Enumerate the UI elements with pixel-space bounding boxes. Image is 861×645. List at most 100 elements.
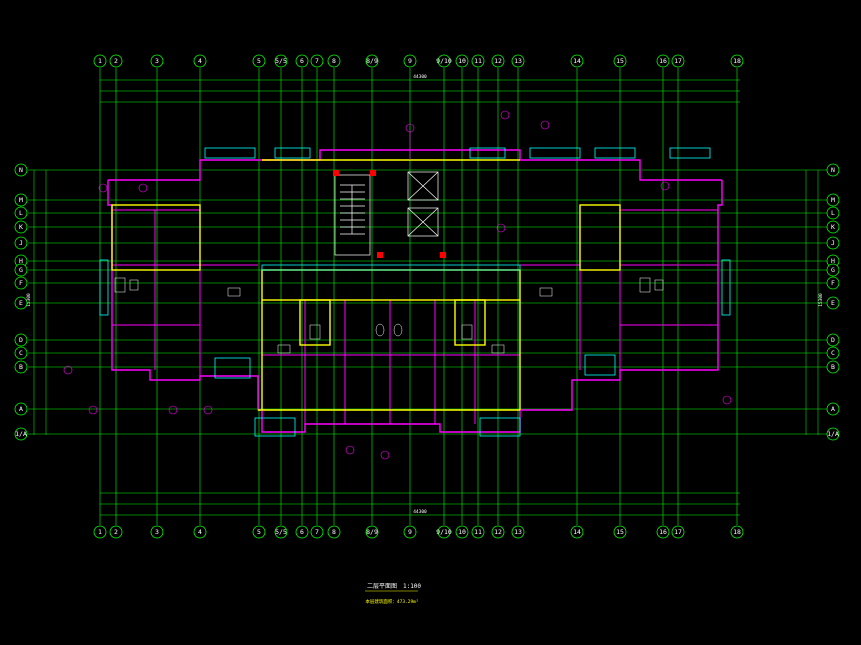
grid-bubble-bottom-13: 13 bbox=[511, 525, 525, 539]
grid-bubble-left-D-label: D bbox=[19, 336, 23, 344]
grid-bubble-top-5/5-label: 5/5 bbox=[275, 57, 287, 65]
grid-bubble-bottom-6-label: 6 bbox=[300, 528, 304, 536]
grid-bubble-right-J: J bbox=[826, 236, 840, 250]
grid-bubble-bottom-15: 15 bbox=[613, 525, 627, 539]
grid-bubble-right-D-label: D bbox=[831, 336, 835, 344]
grid-bubble-bottom-15-label: 15 bbox=[616, 528, 624, 536]
grid-bubble-bottom-13-label: 13 bbox=[514, 528, 522, 536]
grid-bubble-right-H-label: H bbox=[831, 257, 835, 265]
grid-bubble-bottom-17: 17 bbox=[671, 525, 685, 539]
horizontal-grid-lines bbox=[28, 169, 832, 435]
highlighted-beams bbox=[111, 159, 621, 411]
grid-bubble-right-F-label: F bbox=[831, 279, 835, 287]
grid-bubble-left-L-label: L bbox=[19, 209, 23, 217]
grid-bubble-bottom-9-label: 9 bbox=[408, 528, 412, 536]
grid-bubble-top-3: 3 bbox=[150, 54, 164, 68]
grid-bubble-bottom-14-label: 14 bbox=[573, 528, 581, 536]
grid-bubble-bottom-8-label: 8 bbox=[332, 528, 336, 536]
grid-bubble-left-K: K bbox=[14, 220, 28, 234]
grid-bubble-bottom-16: 16 bbox=[656, 525, 670, 539]
grid-bubble-bottom-8/9: 8/9 bbox=[365, 525, 379, 539]
grid-bubble-left-J: J bbox=[14, 236, 28, 250]
grid-bubble-bottom-3-label: 3 bbox=[155, 528, 159, 536]
grid-bubble-top-3-label: 3 bbox=[155, 57, 159, 65]
windows bbox=[99, 147, 731, 437]
grid-bubble-top-14: 14 bbox=[570, 54, 584, 68]
grid-bubble-bottom-14: 14 bbox=[570, 525, 584, 539]
right-total-dimension: 15300 bbox=[818, 293, 824, 307]
grid-bubble-right-B-label: B bbox=[831, 363, 835, 371]
sanitary-fixtures bbox=[114, 277, 664, 340]
grid-bubble-bottom-9/10-label: 9/10 bbox=[436, 528, 452, 536]
grid-bubble-top-5/5: 5/5 bbox=[274, 54, 288, 68]
grid-bubble-left-M: M bbox=[14, 193, 28, 207]
grid-bubble-left-B: B bbox=[14, 360, 28, 374]
grid-bubble-left-N: N bbox=[14, 163, 28, 177]
grid-bubble-right-N-label: N bbox=[831, 166, 835, 174]
top-total-dimension: 44300 bbox=[413, 74, 427, 80]
grid-bubble-left-E: E bbox=[14, 296, 28, 310]
grid-bubble-bottom-17-label: 17 bbox=[674, 528, 682, 536]
bottom-total-dimension: 44300 bbox=[413, 509, 427, 515]
grid-bubble-right-A-label: A bbox=[831, 405, 835, 413]
grid-bubble-right-G-label: G bbox=[831, 266, 835, 274]
grid-bubble-right-E: E bbox=[826, 296, 840, 310]
grid-bubble-top-9-label: 9 bbox=[408, 57, 412, 65]
grid-bubble-left-H: H bbox=[14, 254, 28, 268]
grid-bubble-top-4: 4 bbox=[193, 54, 207, 68]
grid-bubble-top-12: 12 bbox=[491, 54, 505, 68]
fire-fixtures bbox=[333, 170, 446, 258]
elevator-shafts bbox=[407, 171, 439, 237]
grid-bubble-left-L: L bbox=[14, 206, 28, 220]
grid-bubble-bottom-6: 6 bbox=[295, 525, 309, 539]
grid-bubble-bottom-1: 1 bbox=[93, 525, 107, 539]
grid-bubble-left-E-label: E bbox=[19, 299, 23, 307]
grid-bubble-left-F-label: F bbox=[19, 279, 23, 287]
grid-bubble-right-J-label: J bbox=[831, 239, 835, 247]
grid-bubble-top-8-label: 8 bbox=[332, 57, 336, 65]
grid-bubble-bottom-11-label: 11 bbox=[474, 528, 482, 536]
grid-bubble-top-18: 18 bbox=[730, 54, 744, 68]
grid-bubble-left-N-label: N bbox=[19, 166, 23, 174]
grid-bubble-right-N: N bbox=[826, 163, 840, 177]
grid-bubble-top-17: 17 bbox=[671, 54, 685, 68]
floor-area-note: 本层建筑面积：473.29m² bbox=[365, 598, 418, 605]
grid-bubble-bottom-5-label: 5 bbox=[257, 528, 261, 536]
grid-bubble-bottom-7: 7 bbox=[310, 525, 324, 539]
grid-bubble-top-8/9: 8/9 bbox=[365, 54, 379, 68]
grid-bubble-bottom-7-label: 7 bbox=[315, 528, 319, 536]
grid-bubble-bottom-8/9-label: 8/9 bbox=[366, 528, 378, 536]
grid-bubble-top-4-label: 4 bbox=[198, 57, 202, 65]
grid-bubble-right-M: M bbox=[826, 193, 840, 207]
grid-bubble-bottom-9: 9 bbox=[403, 525, 417, 539]
grid-bubble-bottom-18: 18 bbox=[730, 525, 744, 539]
grid-bubble-bottom-12-label: 12 bbox=[494, 528, 502, 536]
grid-bubble-bottom-10-label: 10 bbox=[458, 528, 466, 536]
grid-bubble-right-L-label: L bbox=[831, 209, 835, 217]
grid-bubble-left-A: A bbox=[14, 402, 28, 416]
stair-core bbox=[334, 174, 371, 256]
grid-bubble-bottom-11: 11 bbox=[471, 525, 485, 539]
grid-bubble-top-7: 7 bbox=[310, 54, 324, 68]
grid-bubble-bottom-5/5-label: 5/5 bbox=[275, 528, 287, 536]
grid-bubble-left-A-label: A bbox=[19, 405, 23, 413]
grid-bubble-bottom-2-label: 2 bbox=[114, 528, 118, 536]
grid-bubble-top-17-label: 17 bbox=[674, 57, 682, 65]
grid-bubble-top-2: 2 bbox=[109, 54, 123, 68]
grid-bubble-top-1-label: 1 bbox=[98, 57, 102, 65]
grid-bubble-top-6: 6 bbox=[295, 54, 309, 68]
grid-bubble-right-A: A bbox=[826, 402, 840, 416]
annotation-callouts bbox=[63, 110, 732, 460]
grid-bubble-top-8/9-label: 8/9 bbox=[366, 57, 378, 65]
grid-bubble-left-1/A: 1/A bbox=[14, 427, 28, 441]
grid-bubble-top-10: 10 bbox=[455, 54, 469, 68]
grid-bubble-top-14-label: 14 bbox=[573, 57, 581, 65]
grid-bubble-left-C-label: C bbox=[19, 349, 23, 357]
grid-bubble-top-9: 9 bbox=[403, 54, 417, 68]
grid-bubble-left-G-label: G bbox=[19, 266, 23, 274]
